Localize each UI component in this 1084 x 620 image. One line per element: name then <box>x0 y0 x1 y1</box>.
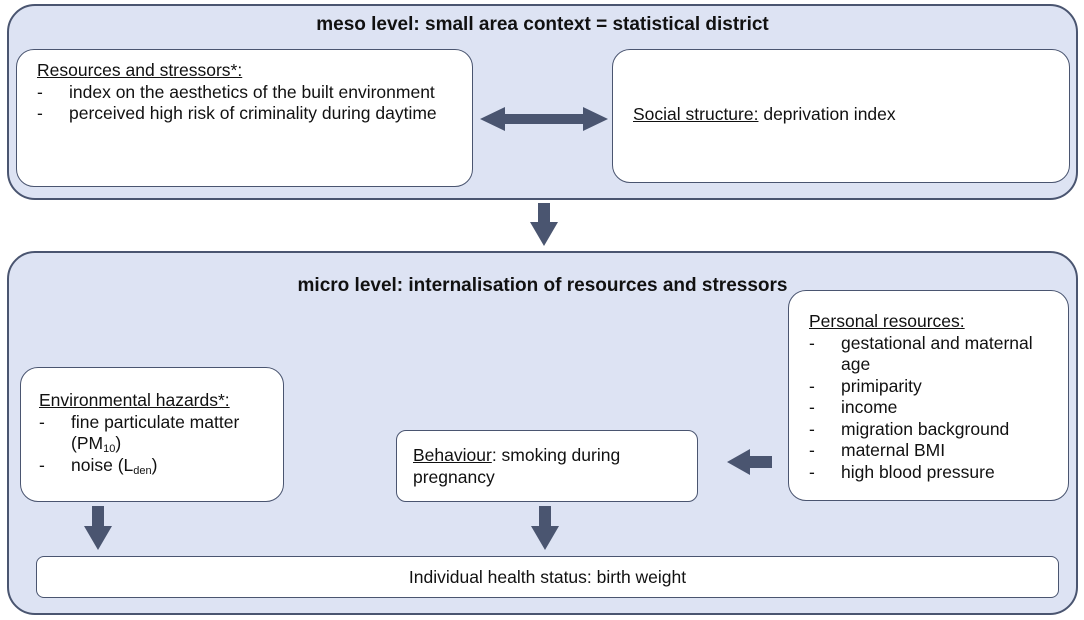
personal-resources-list: gestational and maternal age primiparity… <box>809 333 1058 484</box>
behaviour-text: : smoking during pregnancy <box>413 445 621 487</box>
resources-stressors-heading: Resources and stressors*: <box>37 60 243 80</box>
environmental-hazards-item: noise (Lden) <box>39 455 271 477</box>
left-arrow-icon <box>727 449 772 475</box>
personal-resources-item: migration background <box>809 419 1058 441</box>
health-status-text: Individual health status: birth weight <box>408 567 687 587</box>
personal-resources-item: income <box>809 397 1058 419</box>
down-arrow-icon <box>530 203 558 246</box>
social-structure-text: deprivation index <box>758 104 896 124</box>
behaviour-box: Behaviour: smoking during pregnancy <box>396 430 698 502</box>
resources-stressors-box: Resources and stressors*: index on the a… <box>16 49 473 187</box>
personal-resources-item: high blood pressure <box>809 462 1058 484</box>
micro-level-title: micro level: internalisation of resource… <box>297 275 788 296</box>
resources-stressors-item: perceived high risk of criminality durin… <box>37 103 458 125</box>
personal-resources-item: maternal BMI <box>809 440 1058 462</box>
meso-level-title: meso level: small area context = statist… <box>316 14 769 35</box>
environmental-hazards-heading: Environmental hazards*: <box>39 390 230 410</box>
behaviour-heading: Behaviour <box>413 445 492 465</box>
personal-resources-heading: Personal resources: <box>809 311 965 331</box>
personal-resources-item: gestational and maternal age <box>809 333 1058 376</box>
social-structure-box: Social structure: deprivation index <box>612 49 1070 183</box>
environmental-hazards-item: fine particulate matter (PM10) <box>39 412 271 455</box>
double-arrow-icon <box>480 107 608 131</box>
resources-stressors-list: index on the aesthetics of the built env… <box>37 82 458 125</box>
resources-stressors-item: index on the aesthetics of the built env… <box>37 82 458 104</box>
environmental-hazards-list: fine particulate matter (PM10) noise (Ld… <box>39 412 271 477</box>
personal-resources-item: primiparity <box>809 376 1058 398</box>
social-structure-heading: Social structure: <box>633 104 759 124</box>
down-arrow-icon <box>84 506 112 550</box>
down-arrow-icon <box>531 506 559 550</box>
environmental-hazards-box: Environmental hazards*: fine particulate… <box>20 367 284 502</box>
personal-resources-box: Personal resources: gestational and mate… <box>788 290 1069 501</box>
health-status-box: Individual health status: birth weight <box>36 556 1059 598</box>
